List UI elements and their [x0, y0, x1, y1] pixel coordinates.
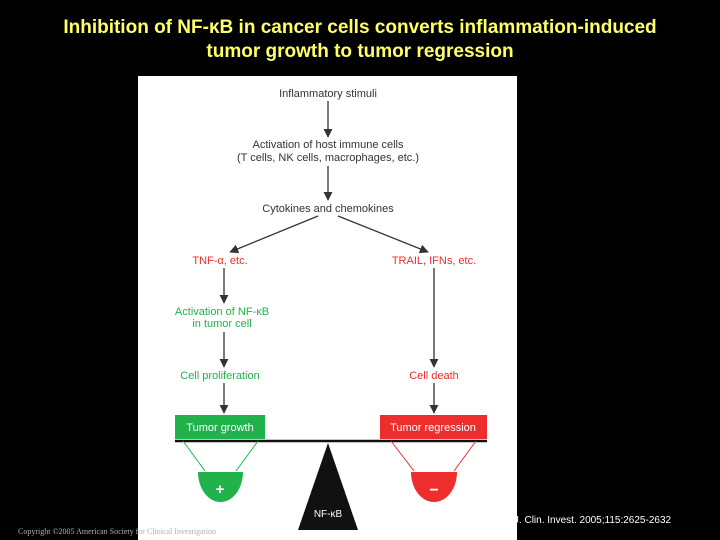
arrow-cytokines-to-trail: [337, 215, 429, 254]
right-pan: [411, 472, 457, 502]
fulcrum-label: NF-κB: [314, 509, 343, 520]
slide-title: Inhibition of NF-κB in cancer cells conv…: [0, 16, 720, 64]
node-tnf: TNF-α, etc.: [192, 255, 247, 267]
arrow-cytokines-to-tnf: [229, 215, 319, 254]
pathway-diagram: Inflammatory stimuli Activation of host …: [175, 88, 487, 530]
tumor-growth-box: [175, 415, 265, 439]
slide-title-line-2: tumor growth to tumor regression: [206, 41, 514, 62]
citation: Luo, J.-L. et al. J. Clin. Invest. 2005;…: [445, 515, 672, 526]
tumor-regression-box: [380, 415, 487, 439]
tumor-regression-label: Tumor regression: [390, 422, 476, 434]
copyright-notice: Copyright ©2005 American Society for Cli…: [18, 527, 217, 536]
tumor-growth-label: Tumor growth: [186, 422, 253, 434]
node-nfkb-activation-line-2: in tumor cell: [192, 318, 251, 330]
node-activation-line-2: (T cells, NK cells, macrophages, etc.): [237, 152, 419, 164]
left-pan-string-1: [182, 440, 206, 472]
right-pan-string-2: [453, 440, 477, 472]
left-pan-string-2: [235, 440, 259, 472]
node-cytokines: Cytokines and chemokines: [262, 203, 394, 215]
node-inflammatory-stimuli: Inflammatory stimuli: [279, 88, 377, 100]
node-cell-death: Cell death: [409, 370, 459, 382]
node-cell-proliferation: Cell proliferation: [180, 370, 259, 382]
node-trail: TRAIL, IFNs, etc.: [392, 255, 476, 267]
node-activation-line-1: Activation of host immune cells: [252, 139, 404, 151]
diagram-panel: Inflammatory stimuli Activation of host …: [138, 76, 517, 540]
minus-sign: −: [429, 482, 438, 499]
right-pan-string-1: [390, 440, 415, 472]
plus-sign: +: [216, 481, 225, 498]
slide-title-line-1: Inhibition of NF-κB in cancer cells conv…: [63, 17, 657, 38]
node-nfkb-activation-line-1: Activation of NF-κB: [175, 306, 269, 318]
left-pan: [198, 472, 243, 503]
fulcrum-triangle: [298, 443, 358, 530]
